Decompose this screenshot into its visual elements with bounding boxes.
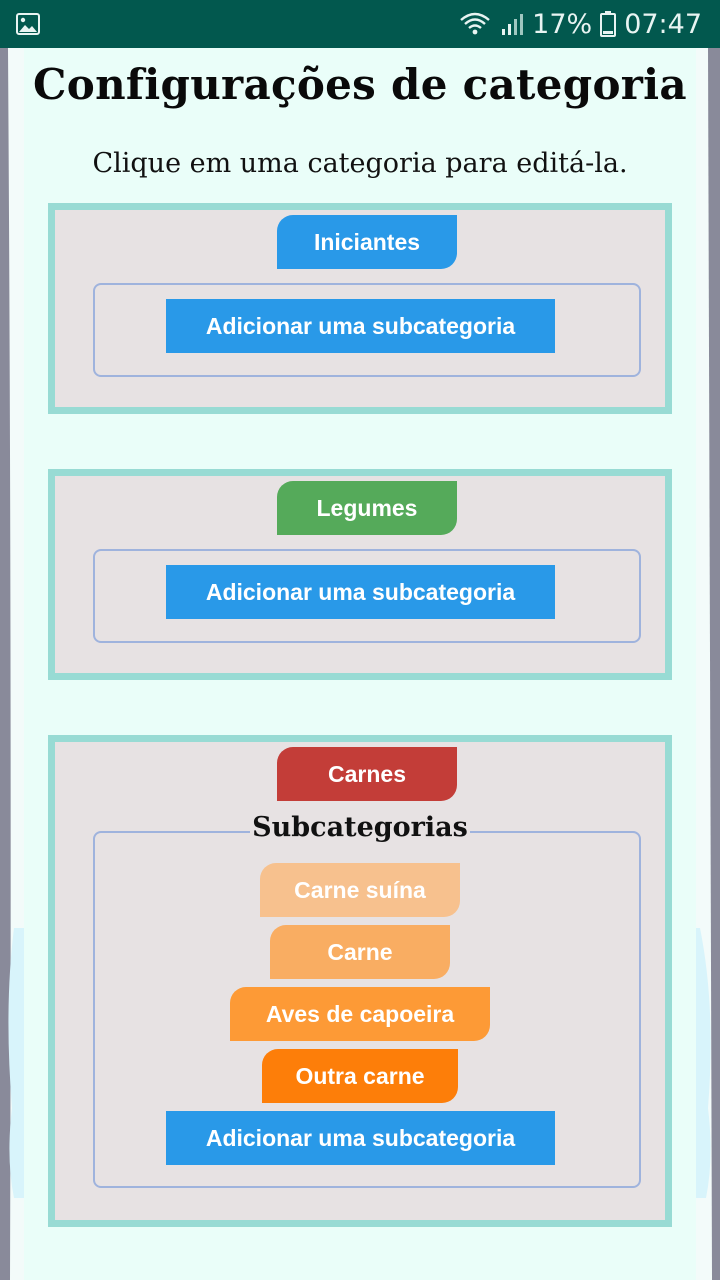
add-subcategory-button-iniciantes[interactable]: Adicionar uma subcategoria (166, 299, 555, 353)
clock: 07:47 (624, 8, 702, 40)
subcategories-legend: Subcategorias (250, 812, 470, 852)
battery-percent: 17% (532, 8, 593, 40)
subcategory-button-carne[interactable]: Carne (270, 925, 450, 979)
category-button-iniciantes[interactable]: Iniciantes (277, 215, 457, 269)
subcategory-frame (93, 549, 641, 643)
add-subcategory-button-carnes[interactable]: Adicionar uma subcategoria (166, 1111, 555, 1165)
battery-icon (600, 11, 617, 37)
page-subtitle: Clique em uma categoria para editá-la. (92, 148, 628, 179)
category-button-legumes[interactable]: Legumes (277, 481, 457, 535)
signal-icon (502, 14, 524, 35)
page-title: Configurações de categoria (33, 60, 687, 109)
wifi-icon (460, 12, 490, 35)
background-decoration-left (0, 48, 24, 1280)
add-subcategory-button-legumes[interactable]: Adicionar uma subcategoria (166, 565, 555, 619)
subcategory-button-carne-suina[interactable]: Carne suína (260, 863, 460, 917)
category-button-carnes[interactable]: Carnes (277, 747, 457, 801)
image-icon (16, 13, 40, 35)
subcategory-frame (93, 283, 641, 377)
subcategory-button-outra-carne[interactable]: Outra carne (262, 1049, 458, 1103)
status-bar: 17% 07:47 (0, 0, 720, 48)
subcategory-button-aves-de-capoeira[interactable]: Aves de capoeira (230, 987, 490, 1041)
background-decoration-right (696, 48, 720, 1280)
